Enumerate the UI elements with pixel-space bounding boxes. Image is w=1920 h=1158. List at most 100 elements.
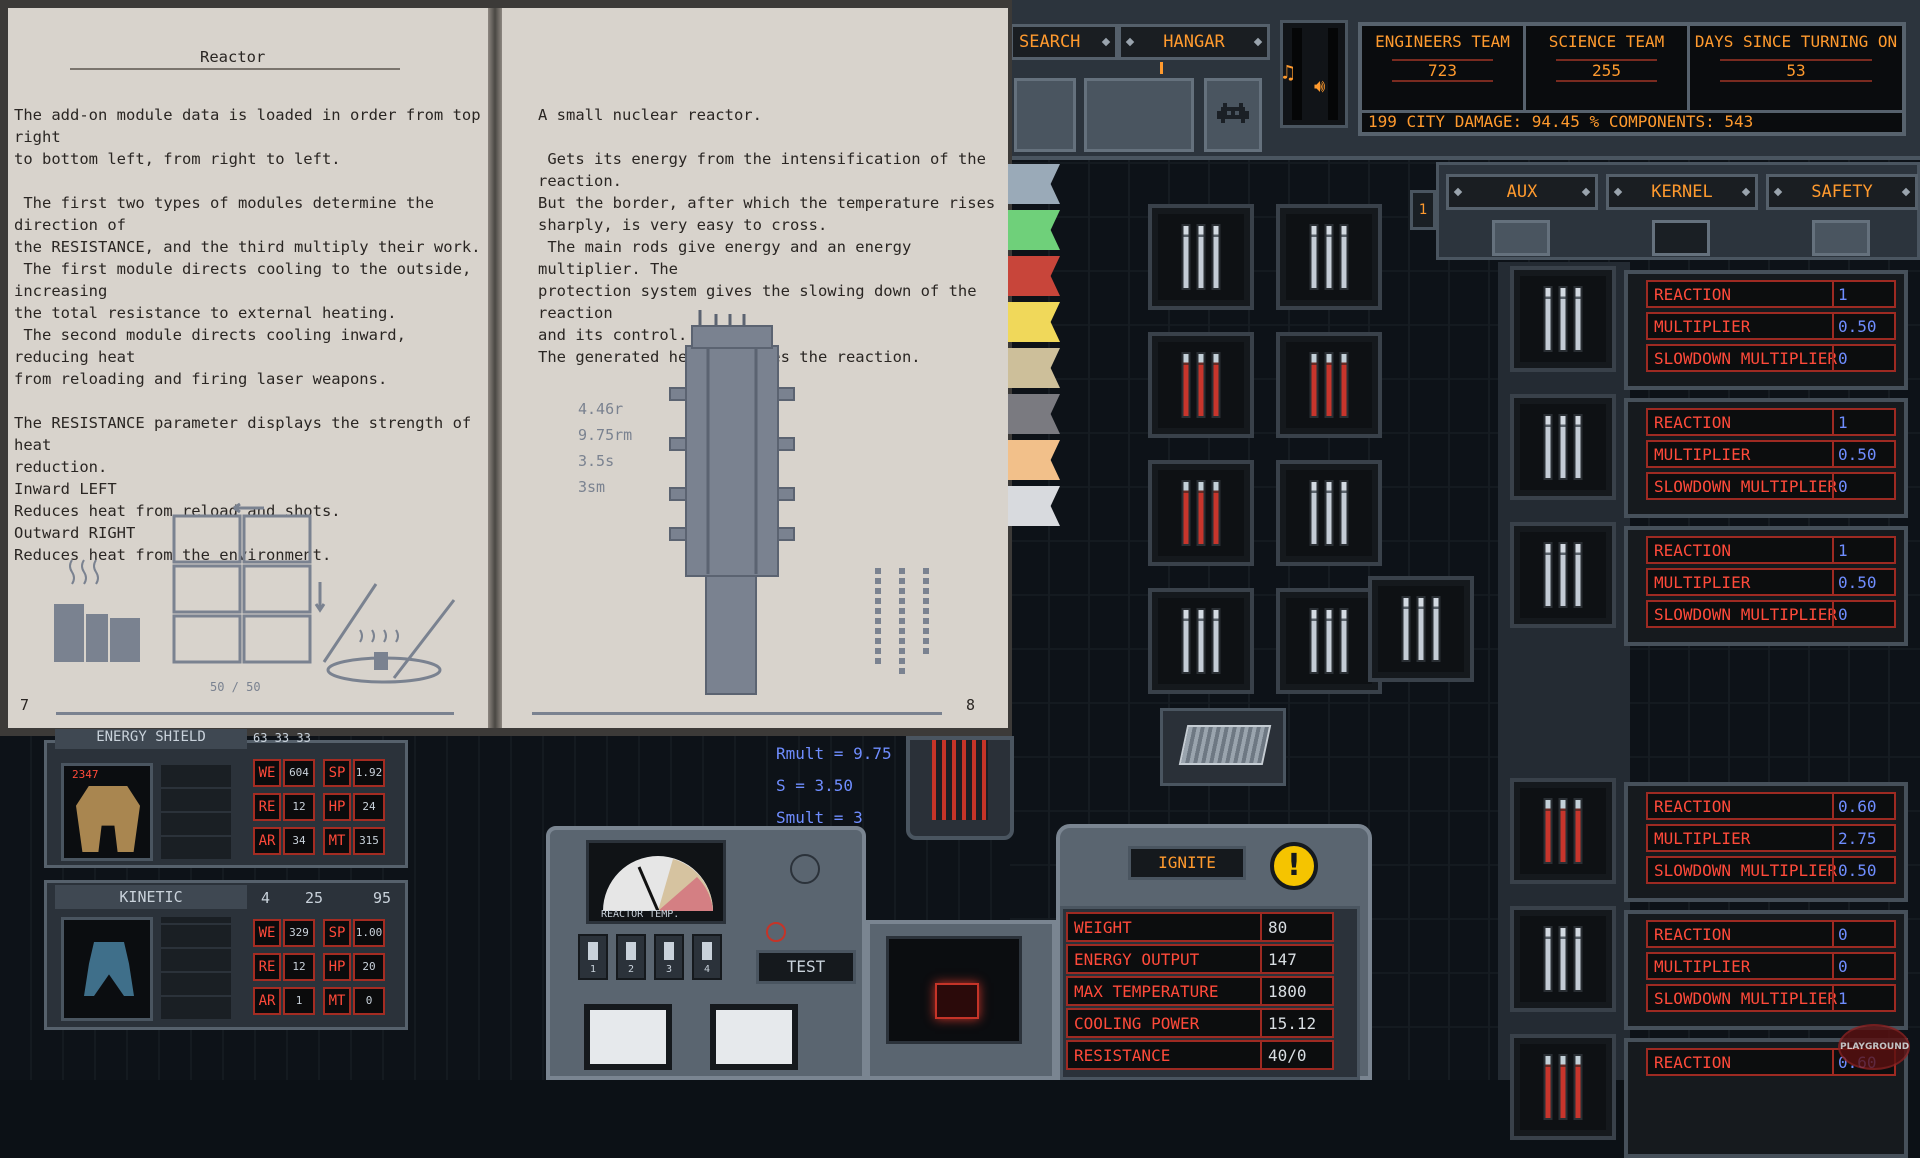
- param-label: REACTION: [1654, 1053, 1732, 1072]
- param-label: REACTION: [1654, 285, 1732, 304]
- sound-slider[interactable]: [1328, 28, 1338, 120]
- reactor-property-value: 80: [1268, 918, 1288, 937]
- aux-lever[interactable]: [1492, 220, 1550, 256]
- module-slot[interactable]: [1148, 332, 1254, 438]
- module-slot[interactable]: [1368, 576, 1474, 682]
- param-value: 0.50: [1838, 317, 1877, 336]
- fuel-rod: [1558, 1054, 1568, 1120]
- tab-hangar-rivet-right-icon: [1253, 37, 1263, 47]
- speaker-icon[interactable]: 🔊︎: [1314, 76, 1326, 97]
- param-value: 0.50: [1838, 861, 1877, 880]
- fuel-rod: [1558, 286, 1568, 352]
- param-value: 0: [1838, 477, 1848, 496]
- stat-key-hp: HP: [323, 793, 351, 821]
- stat-value-ar: 34: [283, 827, 315, 855]
- kernel-lever[interactable]: [1652, 220, 1710, 256]
- tab-safety-rivet-left-icon: [1773, 187, 1783, 197]
- science-team-label: SCIENCE TEAM: [1548, 32, 1665, 51]
- reactor-temp-gauge: REACTOR TEMP.: [586, 840, 726, 924]
- module-slot[interactable]: [1148, 204, 1254, 310]
- param-separator: [1832, 314, 1834, 338]
- param-module-slot[interactable]: [1510, 1034, 1616, 1140]
- hangar-active-indicator: [1160, 62, 1163, 74]
- param-module-slot[interactable]: [1510, 778, 1616, 884]
- fuel-rod: [1211, 608, 1221, 674]
- fuel-rod: [1324, 608, 1334, 674]
- reactor-switch[interactable]: 4: [692, 934, 722, 980]
- module-rods: [1181, 224, 1221, 290]
- module-slot[interactable]: [1148, 588, 1254, 694]
- tab-aux-label: AUX: [1506, 182, 1538, 202]
- param-label: REACTION: [1654, 797, 1732, 816]
- tab-hangar-label: HANGAR: [1163, 32, 1225, 52]
- module-slot[interactable]: [1276, 204, 1382, 310]
- ignite-button[interactable]: IGNITE: [1128, 846, 1246, 880]
- module-rods: [1181, 608, 1221, 674]
- param-module-slot[interactable]: [1510, 394, 1616, 500]
- module-slot[interactable]: [1276, 332, 1382, 438]
- tab-safety[interactable]: SAFETY: [1766, 174, 1918, 210]
- reactor-property-separator: [1260, 946, 1262, 972]
- param-label: SLOWDOWN MULTIPLIER: [1654, 349, 1838, 368]
- reactor-property-label: COOLING POWER: [1074, 1014, 1200, 1033]
- module-slot[interactable]: [1276, 588, 1382, 694]
- tab-search[interactable]: SEARCH: [1010, 24, 1118, 60]
- param-value: 0: [1838, 925, 1848, 944]
- reactor-switch[interactable]: 1: [578, 934, 608, 980]
- manual-page-left-number: 7: [20, 696, 30, 714]
- stat-value-ar: 1: [283, 987, 315, 1015]
- invader-button[interactable]: [1204, 78, 1262, 152]
- fuel-rod: [1558, 414, 1568, 480]
- param-label: REACTION: [1654, 541, 1732, 560]
- test-button[interactable]: TEST: [756, 950, 856, 984]
- reactor-annotation-3: 3.5s: [578, 452, 615, 470]
- param-label: MULTIPLIER: [1654, 317, 1751, 336]
- safety-lever[interactable]: [1812, 220, 1870, 256]
- manual-page-left-title: Reactor: [200, 48, 266, 66]
- switch-number: 3: [666, 964, 673, 975]
- warning-icon[interactable]: !: [1270, 842, 1318, 890]
- reactor-property-separator: [1260, 914, 1262, 940]
- param-value: 1: [1838, 541, 1848, 560]
- module-slot[interactable]: [1148, 460, 1254, 566]
- manual-page-left-title-rule: [70, 68, 400, 70]
- rod-column-marks: [875, 568, 929, 678]
- top-panel-mid: [1084, 78, 1194, 152]
- fuel-rod: [1573, 1054, 1583, 1120]
- param-label: MULTIPLIER: [1654, 445, 1751, 464]
- kinetic-header-a: 4: [261, 889, 271, 907]
- param-label: SLOWDOWN MULTIPLIER: [1654, 477, 1838, 496]
- coolant-cell-right[interactable]: [710, 1004, 798, 1070]
- energy-shield-slot-grid: [161, 763, 231, 859]
- tab-kernel-label: KERNEL: [1651, 182, 1713, 202]
- tab-hangar[interactable]: HANGAR: [1118, 24, 1270, 60]
- param-row-reaction: REACTION 1: [1646, 536, 1896, 564]
- fuel-rod: [1573, 286, 1583, 352]
- fuel-rod: [1196, 480, 1206, 546]
- param-module-slot[interactable]: [1510, 906, 1616, 1012]
- music-slider[interactable]: [1292, 28, 1302, 120]
- param-module-slot[interactable]: [1510, 522, 1616, 628]
- fuel-rod: [1431, 596, 1441, 662]
- module-rods: [1309, 608, 1349, 674]
- music-icon[interactable]: ♫: [1282, 60, 1295, 84]
- coolant-cell-left[interactable]: [584, 1004, 672, 1070]
- engineers-team-label: ENGINEERS TEAM: [1375, 32, 1510, 51]
- reactor-switch[interactable]: 3: [654, 934, 684, 980]
- module-slot[interactable]: [1276, 460, 1382, 566]
- reactor-switch[interactable]: 2: [616, 934, 646, 980]
- tab-aux[interactable]: AUX: [1446, 174, 1598, 210]
- param-separator: [1832, 794, 1834, 818]
- chip-holder[interactable]: [1160, 708, 1286, 786]
- module-rods: [1543, 542, 1583, 608]
- reactor-property-label: RESISTANCE: [1074, 1046, 1171, 1065]
- tab-kernel[interactable]: KERNEL: [1606, 174, 1758, 210]
- param-module-slot[interactable]: [1510, 266, 1616, 372]
